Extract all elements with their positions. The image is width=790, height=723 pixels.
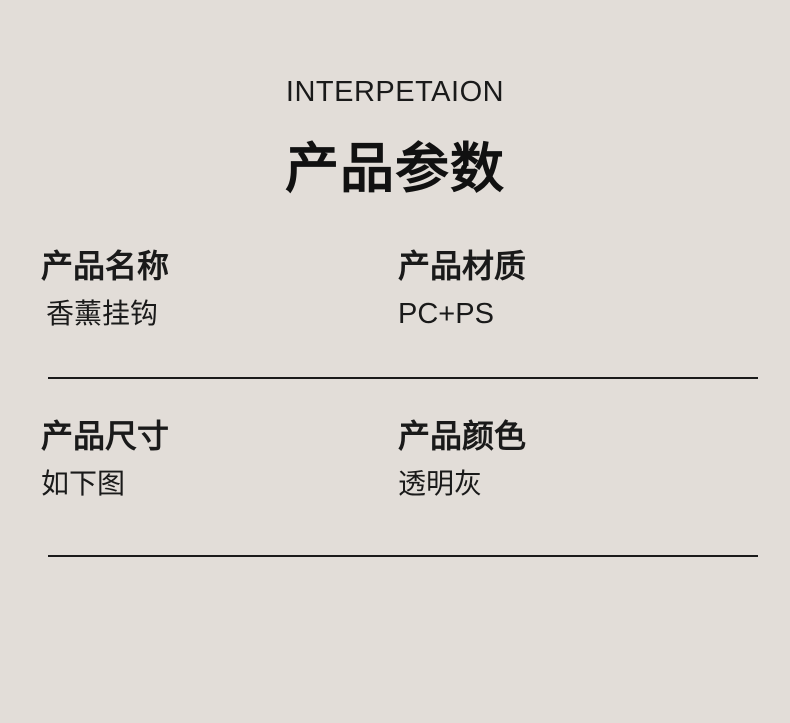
- spec-value: 透明灰: [398, 467, 483, 500]
- spec-item-color: 产品颜色 透明灰: [398, 416, 526, 502]
- spec-item-size: 产品尺寸 如下图: [41, 416, 169, 502]
- spec-label: 产品材质: [398, 247, 527, 285]
- spec-label: 产品颜色: [398, 417, 527, 455]
- page-title: 产品参数: [285, 137, 505, 200]
- spec-value: 香薰挂钩: [46, 297, 159, 330]
- spec-item-name: 产品名称 香薰挂钩: [41, 246, 169, 332]
- spec-value: 如下图: [41, 467, 126, 500]
- section-subtitle: INTERPETAION: [285, 76, 505, 108]
- spec-label: 产品名称: [41, 247, 170, 285]
- divider: [48, 555, 758, 557]
- spec-label: 产品尺寸: [41, 417, 170, 455]
- spec-item-material: 产品材质 PC+PS: [398, 246, 526, 332]
- spec-value: PC+PS: [398, 298, 494, 330]
- divider: [48, 377, 758, 379]
